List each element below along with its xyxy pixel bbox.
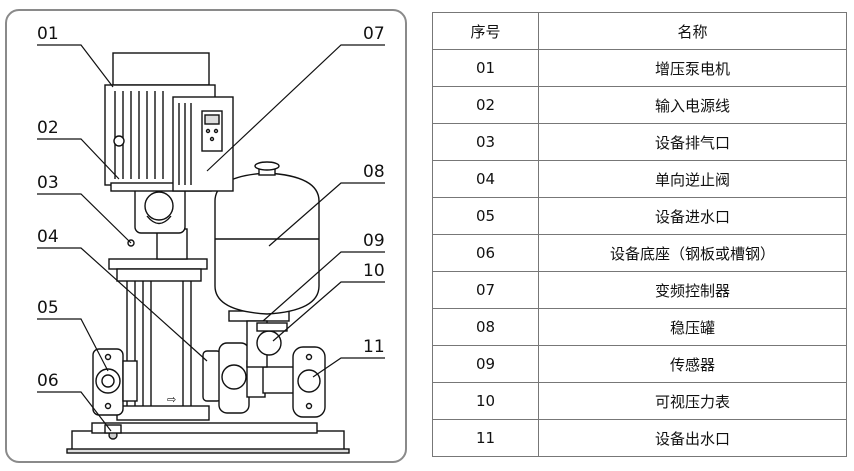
row-number: 05 — [432, 197, 539, 235]
row-name: 设备进水口 — [538, 197, 847, 235]
callout-05: 05 — [37, 298, 59, 318]
inlet-flange — [92, 348, 138, 416]
row-name: 输入电源线 — [538, 86, 847, 124]
pump-diagram: ⇨ — [37, 24, 385, 454]
row-name: 稳压罐 — [538, 308, 847, 346]
pump-diagram-panel: ⇨ — [5, 9, 407, 463]
row-number: 06 — [432, 234, 539, 272]
callout-11: 11 — [363, 337, 385, 357]
callout-06: 06 — [37, 371, 59, 391]
row-number: 02 — [432, 86, 539, 124]
row-name: 设备底座（钢板或槽钢） — [538, 234, 847, 272]
callout-03: 03 — [37, 173, 59, 193]
callout-08: 08 — [363, 162, 385, 182]
row-number: 09 — [432, 345, 539, 383]
row-name: 传感器 — [538, 345, 847, 383]
callout-10: 10 — [363, 261, 385, 281]
table-header-row: 序号 名称 — [432, 12, 847, 50]
row-number: 01 — [432, 49, 539, 87]
row-number: 07 — [432, 271, 539, 309]
header-name: 名称 — [538, 12, 847, 50]
row-number: 11 — [432, 419, 539, 457]
callout-07: 07 — [363, 24, 385, 44]
sensor-manifold — [228, 310, 290, 368]
callout-leaders — [37, 44, 385, 432]
row-number: 10 — [432, 382, 539, 420]
row-name: 设备排气口 — [538, 123, 847, 161]
row-name: 可视压力表 — [538, 382, 847, 420]
callout-01: 01 — [37, 24, 59, 44]
row-number: 08 — [432, 308, 539, 346]
pump-frame: ⇨ — [108, 228, 210, 421]
callout-04: 04 — [37, 227, 59, 247]
row-name: 变频控制器 — [538, 271, 847, 309]
outlet-pipe — [262, 346, 326, 418]
callout-09: 09 — [363, 231, 385, 251]
inverter-controller — [172, 96, 234, 192]
callout-labels: 01 02 03 04 05 06 07 08 09 10 11 — [37, 24, 385, 391]
callout-02: 02 — [37, 118, 59, 138]
base-plate — [66, 422, 350, 454]
header-number: 序号 — [432, 12, 539, 50]
pressure-tank — [214, 161, 320, 315]
row-name: 增压泵电机 — [538, 49, 847, 87]
row-name: 设备出水口 — [538, 419, 847, 457]
row-number: 04 — [432, 160, 539, 198]
row-name: 单向逆止阀 — [538, 160, 847, 198]
check-valve — [202, 342, 266, 414]
pump-head — [127, 182, 186, 247]
row-number: 03 — [432, 123, 539, 161]
svg-text:⇨: ⇨ — [167, 393, 176, 406]
